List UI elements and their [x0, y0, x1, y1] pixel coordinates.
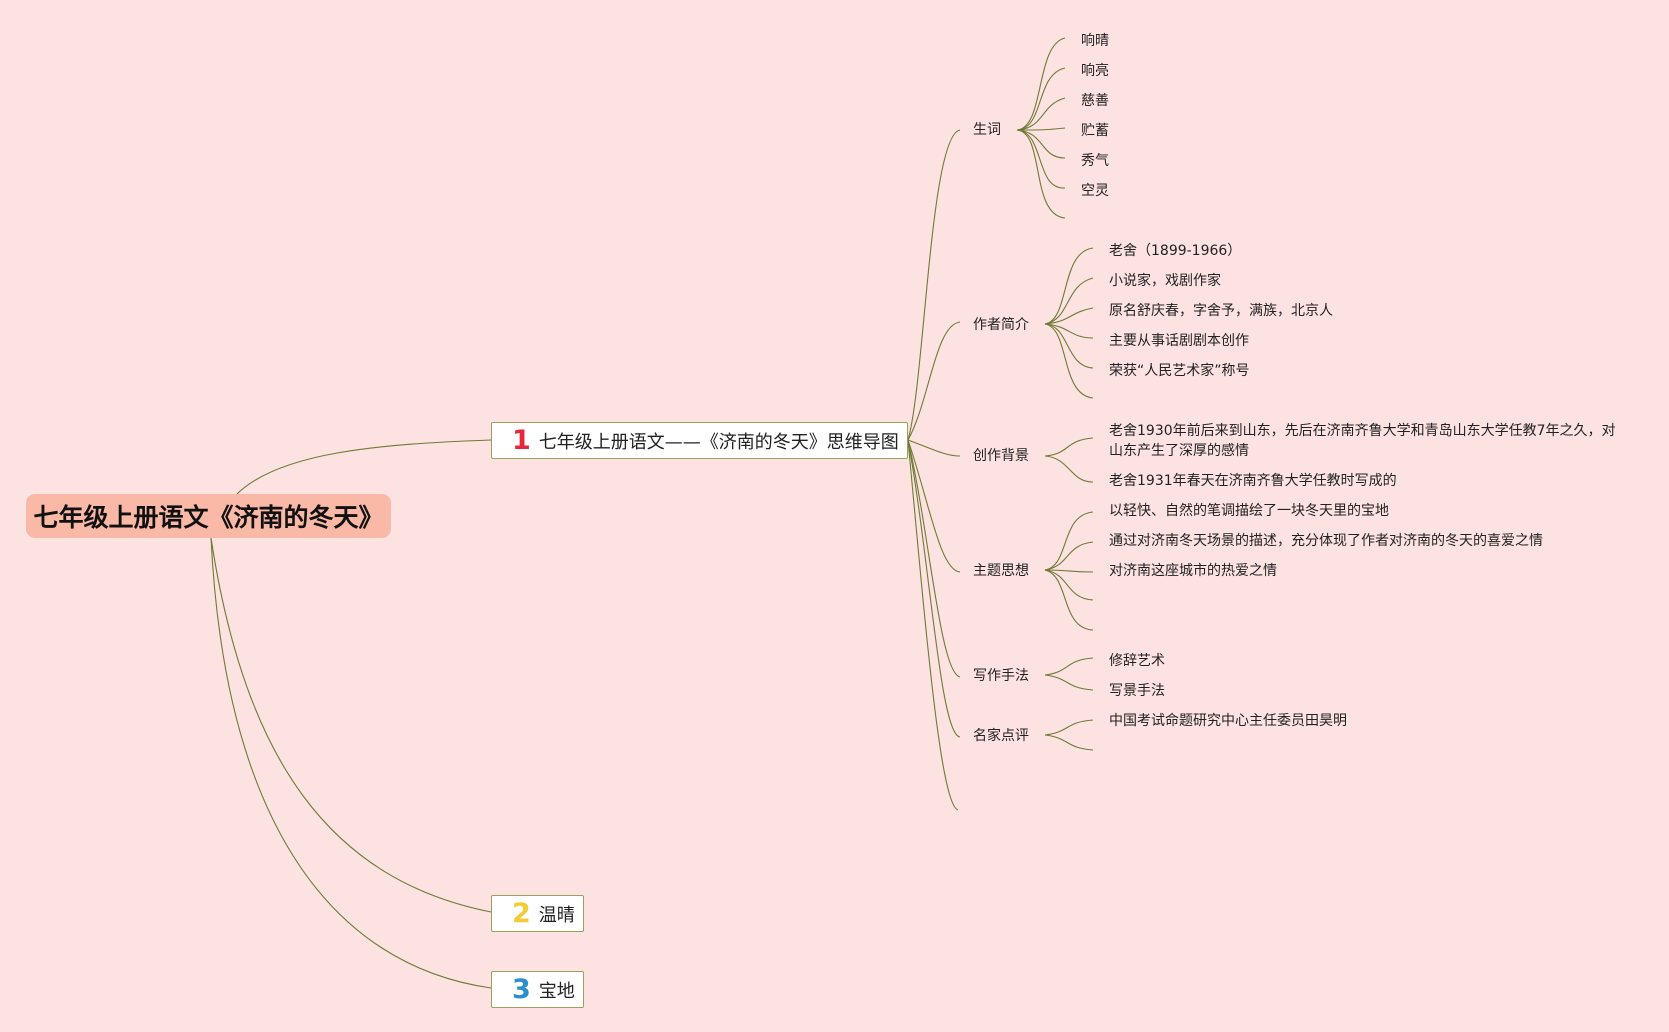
- root-node[interactable]: 七年级上册语文《济南的冬天》: [26, 494, 391, 538]
- subtopic-background[interactable]: 创作背景: [973, 448, 1029, 464]
- leaf-word[interactable]: 秀气: [1081, 153, 1109, 169]
- leaf-word[interactable]: 慈善: [1081, 93, 1109, 109]
- subtopic-shengci[interactable]: 生词: [973, 122, 1001, 138]
- leaf-word[interactable]: 贮蓄: [1081, 123, 1109, 139]
- leaf-word[interactable]: 空灵: [1081, 183, 1109, 199]
- leaf-technique[interactable]: 写景手法: [1109, 683, 1165, 699]
- leaf-author[interactable]: 原名舒庆春，字舍予，满族，北京人: [1109, 303, 1333, 319]
- leaf-background[interactable]: 老舍1930年前后来到山东，先后在济南齐鲁大学和青岛山东大学任教7年之久，对山东…: [1109, 423, 1616, 459]
- subtopic-reviews[interactable]: 名家点评: [973, 728, 1029, 744]
- number-1-icon: 1: [512, 425, 531, 456]
- leaf-theme[interactable]: 对济南这座城市的热爱之情: [1109, 563, 1277, 579]
- leaf-word[interactable]: 响亮: [1081, 63, 1109, 79]
- subtopic-technique[interactable]: 写作手法: [973, 668, 1029, 684]
- main-node-1-label: 七年级上册语文——《济南的冬天》思维导图: [538, 431, 899, 453]
- number-3-icon: 3: [512, 974, 531, 1005]
- leaf-review[interactable]: 中国考试命题研究中心主任委员田昊明: [1109, 713, 1347, 729]
- main-node-3-label: 宝地: [538, 980, 575, 1002]
- subtopic-author[interactable]: 作者简介: [973, 317, 1029, 333]
- leaf-theme[interactable]: 以轻快、自然的笔调描绘了一块冬天里的宝地: [1109, 503, 1389, 519]
- leaf-author[interactable]: 小说家，戏剧作家: [1109, 273, 1221, 289]
- leaf-word[interactable]: 响晴: [1081, 33, 1109, 49]
- main-node-1[interactable]: 1 七年级上册语文——《济南的冬天》思维导图: [491, 422, 908, 459]
- number-2-icon: 2: [512, 898, 531, 929]
- leaf-technique[interactable]: 修辞艺术: [1109, 653, 1165, 669]
- main-node-3[interactable]: 3 宝地: [491, 971, 584, 1008]
- leaf-author[interactable]: 荣获“人民艺术家”称号: [1109, 363, 1250, 379]
- leaf-theme[interactable]: 通过对济南冬天场景的描述，充分体现了作者对济南的冬天的喜爱之情: [1109, 533, 1543, 549]
- leaf-author[interactable]: 主要从事话剧剧本创作: [1109, 333, 1249, 349]
- subtopic-theme[interactable]: 主题思想: [973, 563, 1029, 579]
- root-label: 七年级上册语文《济南的冬天》: [33, 503, 384, 532]
- leaf-background[interactable]: 老舍1931年春天在济南齐鲁大学任教时写成的: [1109, 473, 1397, 489]
- leaf-author[interactable]: 老舍（1899-1966）: [1109, 243, 1242, 259]
- main-node-2-label: 温晴: [538, 904, 575, 926]
- main-node-2[interactable]: 2 温晴: [491, 895, 584, 932]
